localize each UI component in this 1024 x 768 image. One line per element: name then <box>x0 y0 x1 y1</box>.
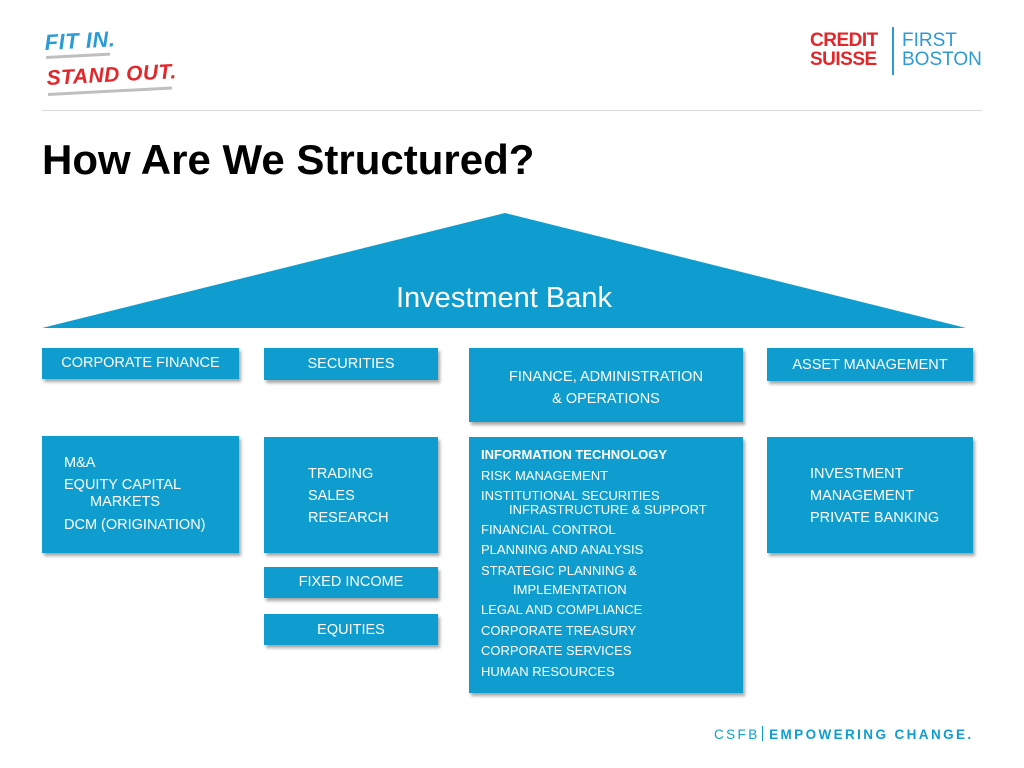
list-item: PRIVATE BANKING <box>810 510 940 526</box>
fixed-income-box: FIXED INCOME <box>264 567 438 598</box>
securities-body: TRADING SALES RESEARCH <box>264 437 438 553</box>
securities-header: SECURITIES <box>264 348 438 380</box>
list-item: RISK MANAGEMENT <box>481 467 609 483</box>
footer-csfb: CSFB <box>714 727 760 742</box>
list-item: MANAGEMENT <box>810 488 914 504</box>
asset-management-list: INVESTMENT MANAGEMENT PRIVATE BANKING <box>810 463 973 529</box>
logo-text-boston: BOSTON <box>902 49 982 70</box>
list-item: HUMAN RESOURCES <box>481 663 615 679</box>
list-item: INFORMATION TECHNOLOGY <box>481 447 668 462</box>
list-item: FINANCIAL CONTROL <box>481 521 616 537</box>
fixed-income-label: FIXED INCOME <box>298 574 404 590</box>
footer-tagline: EMPOWERING CHANGE. <box>769 727 974 742</box>
list-item: RESEARCH <box>308 510 389 526</box>
finance-admin-ops-body: INFORMATION TECHNOLOGY RISK MANAGEMENT I… <box>469 437 743 693</box>
asset-management-header-label: ASSET MANAGEMENT <box>792 357 948 373</box>
list-item: STRATEGIC PLANNING & <box>481 562 637 578</box>
list-item: CORPORATE TREASURY <box>481 622 637 638</box>
list-item: DCM (ORIGINATION) <box>64 517 206 533</box>
list-item: INSTITUTIONAL SECURITIES <box>481 488 660 503</box>
list-item: LEGAL AND COMPLIANCE <box>481 602 643 617</box>
list-item: IMPLEMENTATION <box>513 582 627 597</box>
list-item: MARKETS <box>90 494 161 510</box>
list-item: INFRASTRUCTURE & SUPPORT <box>509 501 707 517</box>
list-item: TRADING <box>308 466 374 482</box>
asset-management-header: ASSET MANAGEMENT <box>767 348 973 381</box>
footer-brand: CSFB EMPOWERING CHANGE. <box>714 726 974 742</box>
footer-separator <box>761 726 764 741</box>
logo-divider <box>892 27 894 75</box>
logo-text-first: FIRST <box>902 30 957 51</box>
corporate-finance-body: M&A EQUITY CAPITAL MARKETS DCM (ORIGINAT… <box>42 436 239 553</box>
asset-management-body: INVESTMENT MANAGEMENT PRIVATE BANKING <box>767 437 973 553</box>
finance-admin-ops-header-line2: & OPERATIONS <box>552 391 660 407</box>
equities-box: EQUITIES <box>264 614 438 645</box>
list-item: EQUITY CAPITAL <box>64 477 182 493</box>
header-divider <box>42 110 982 111</box>
list-item: CORPORATE SERVICES <box>481 643 632 658</box>
corporate-finance-list: M&A EQUITY CAPITAL MARKETS DCM (ORIGINAT… <box>64 452 239 536</box>
corporate-finance-header-label: CORPORATE FINANCE <box>61 355 220 371</box>
page-title: How Are We Structured? <box>42 136 535 183</box>
finance-admin-ops-list: INFORMATION TECHNOLOGY RISK MANAGEMENT I… <box>481 445 743 682</box>
logo-text-credit: CREDIT <box>810 30 878 51</box>
list-item: PLANNING AND ANALYSIS <box>481 542 644 557</box>
list-item: M&A <box>64 455 96 471</box>
list-item: SALES <box>308 488 355 504</box>
finance-admin-ops-header: FINANCE, ADMINISTRATION & OPERATIONS <box>469 348 743 422</box>
securities-list: TRADING SALES RESEARCH <box>308 463 438 529</box>
equities-label: EQUITIES <box>317 622 385 638</box>
first-boston-logo: FIRST BOSTON <box>902 31 982 69</box>
list-item: INVESTMENT <box>810 466 904 482</box>
logo-text-suisse: SUISSE <box>810 49 877 70</box>
credit-suisse-logo: CREDIT SUISSE <box>810 31 886 69</box>
roof-label: Investment Bank <box>396 282 612 314</box>
corporate-finance-header: CORPORATE FINANCE <box>42 348 239 379</box>
securities-header-label: SECURITIES <box>307 356 395 372</box>
finance-admin-ops-header-line1: FINANCE, ADMINISTRATION <box>509 369 703 385</box>
